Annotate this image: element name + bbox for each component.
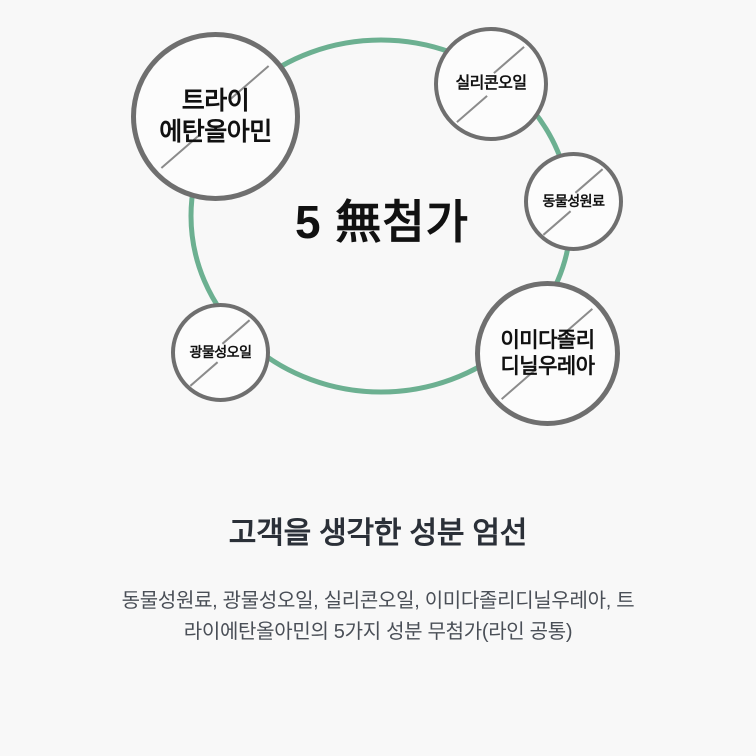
ingredient-bubble-animal-origin[interactable]: 동물성원료 xyxy=(524,152,623,251)
ingredient-label: 실리콘오일 xyxy=(455,75,527,93)
ingredient-bubble-triethanolamine[interactable]: 트라이 에탄올아민 xyxy=(131,32,300,201)
ingredient-label: 광물성오일 xyxy=(189,343,252,360)
ingredient-label: 트라이 에탄올아민 xyxy=(159,87,272,146)
ingredient-bubble-imidazolidinyl-urea[interactable]: 이미다졸리 디닐우레아 xyxy=(475,281,620,426)
ingredient-bubble-silicone-oil[interactable]: 실리콘오일 xyxy=(434,27,548,141)
strike-slash-icon xyxy=(189,361,219,387)
strike-slash-icon xyxy=(221,319,251,345)
ingredient-label: 이미다졸리 디닐우레아 xyxy=(500,328,595,378)
strike-slash-icon xyxy=(574,168,604,194)
center-claim-text: 5 無첨가 xyxy=(294,196,469,248)
strike-slash-icon xyxy=(493,46,525,74)
section-body-text: 동물성원료, 광물성오일, 실리콘오일, 이미다졸리디닐우레아, 트라이에탄올아… xyxy=(121,590,635,643)
copy-section: 고객을 생각한 성분 엄선 동물성원료, 광물성오일, 실리콘오일, 이미다졸리… xyxy=(0,508,756,648)
section-heading: 고객을 생각한 성분 엄선 xyxy=(228,517,528,550)
strike-slash-icon xyxy=(542,210,572,236)
five-free-diagram: 트라이 에탄올아민 실리콘오일 동물성원료 이미다졸리 디닐우레아 광물성오일 … xyxy=(131,27,623,426)
ingredient-bubble-mineral-oil[interactable]: 광물성오일 xyxy=(171,303,270,402)
ingredient-label: 동물성원료 xyxy=(542,192,605,209)
strike-slash-icon xyxy=(456,95,488,123)
